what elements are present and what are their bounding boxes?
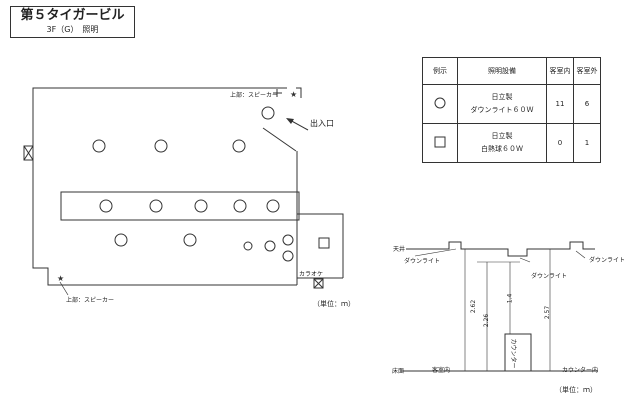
legend-header: 照明設備	[457, 57, 547, 85]
plan-unit-label: （単位：ｍ）	[313, 300, 355, 308]
ceiling-label: 天井	[393, 246, 406, 253]
legend-header-row: 例示 照明設備 客室内 客室外	[422, 57, 601, 85]
downlight-label: ダウンライト	[531, 273, 568, 280]
downlight-circle	[194, 199, 208, 213]
downlight-circle	[266, 199, 280, 213]
legend-header: 客室外	[573, 57, 601, 85]
downlight-circle	[282, 250, 294, 262]
karaoke-label: カラオケ	[299, 271, 324, 278]
wall-fixture-left	[23, 145, 34, 161]
plan-wall-east	[296, 151, 344, 278]
counter-in-label: カウンター内	[562, 367, 599, 374]
page-subtitle: 3F（G） 照明	[46, 25, 99, 34]
title-box: 第５タイガービル 3F（G） 照明	[10, 6, 135, 38]
dimension-label: 2.26	[483, 313, 491, 328]
legend-name: 白熱球６０Ｗ	[481, 145, 523, 153]
floor-label: 床面	[392, 368, 405, 375]
dimension-label: 2.57	[544, 305, 552, 320]
downlight-circle	[154, 139, 168, 153]
legend-table: 例示 照明設備 客室内 客室外 日立製 ダウンライト６０Ｗ 11 6 日立製 白…	[422, 57, 601, 163]
legend-header: 例示	[422, 57, 458, 85]
plan-wall-right	[296, 87, 302, 98]
downlight-circle	[99, 199, 113, 213]
downlight-circle	[233, 199, 247, 213]
downlight-circle	[261, 106, 275, 120]
page-title: 第５タイガービル	[20, 8, 125, 23]
speaker-label-bottom: 上部：スピーカー	[66, 297, 115, 304]
downlight-label: ダウンライト	[404, 258, 441, 265]
ceiling-line	[406, 241, 595, 257]
square-icon	[434, 136, 446, 148]
karaoke-fixture	[313, 278, 324, 289]
counter-strip	[60, 191, 300, 221]
downlight-circle	[232, 139, 246, 153]
downlight-circle	[92, 139, 106, 153]
counter-label: カウンター	[509, 338, 517, 369]
legend-maker: 日立製	[491, 93, 513, 101]
downlight-circle	[114, 233, 128, 247]
star-icon: ★	[290, 90, 297, 99]
legend-row: 日立製 ダウンライト６０Ｗ 11 6	[422, 84, 601, 124]
room-in-label: 客室内	[432, 367, 451, 374]
section-unit-label: （単位：ｍ）	[555, 386, 597, 394]
entrance-label: 出入口	[310, 119, 334, 128]
legend-maker: 日立製	[491, 132, 513, 140]
downlight-label: ダウンライト	[589, 257, 626, 264]
downlight-circle	[264, 240, 276, 252]
plan-wall	[32, 87, 297, 286]
dimension-label: 2.62	[470, 299, 478, 314]
legend-row: 日立製 白熱球６０Ｗ 0 1	[422, 123, 601, 163]
star-icon: ★	[57, 274, 64, 283]
incandescent-symbol-cell	[422, 123, 458, 163]
speaker-label-top: 上部：スピーカー	[230, 92, 279, 99]
legend-header: 客室内	[546, 57, 574, 85]
downlight-circle	[243, 241, 253, 251]
legend-count-outside: 1	[573, 123, 601, 163]
downlight-circle	[183, 233, 197, 247]
dimension-label: 1.4	[506, 293, 514, 304]
downlight-circle	[149, 199, 163, 213]
plan-wall-entrance	[262, 127, 297, 152]
legend-name: ダウンライト６０Ｗ	[470, 106, 534, 114]
downlight-symbol-cell	[422, 84, 458, 124]
counter-box	[504, 333, 532, 372]
circle-icon	[434, 97, 446, 109]
legend-count-outside: 6	[573, 84, 601, 124]
legend-count-inside: 0	[546, 123, 574, 163]
downlight-circle	[282, 234, 294, 246]
legend-count-inside: 11	[546, 84, 574, 124]
incandescent-symbol	[318, 237, 330, 249]
arrow-icon	[286, 118, 294, 124]
